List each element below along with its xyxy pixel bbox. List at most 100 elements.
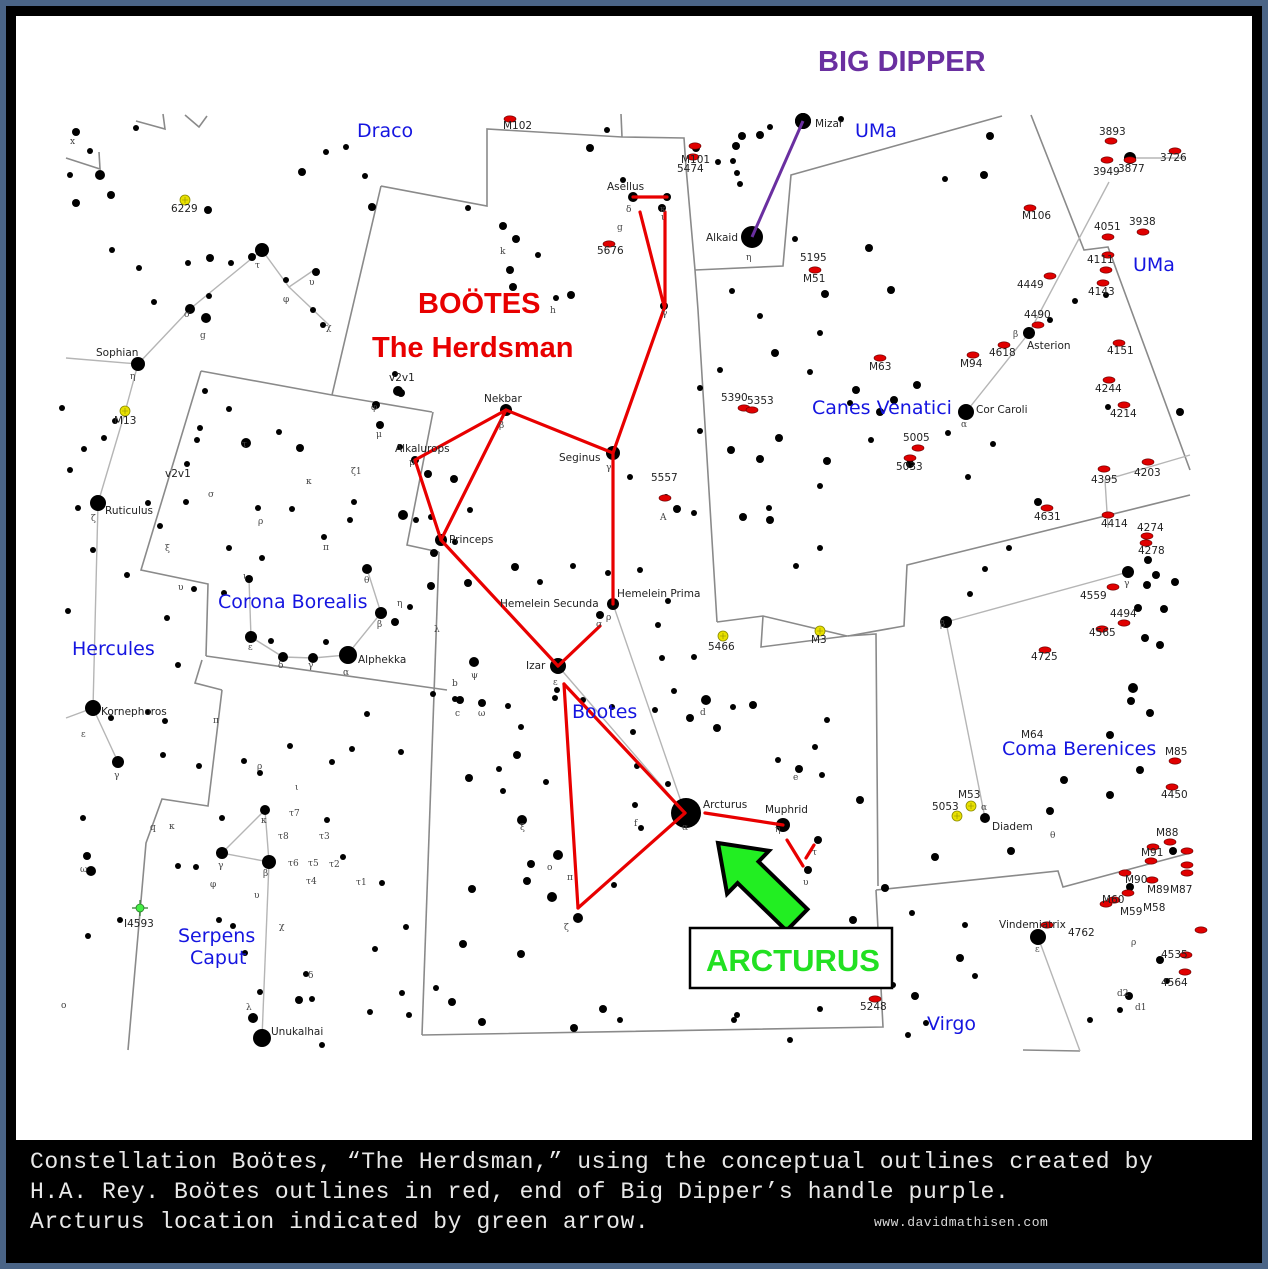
galaxy-icon <box>1163 838 1177 846</box>
star <box>131 357 145 371</box>
star-name-label: Diadem <box>992 821 1033 833</box>
bootes-outline-segment <box>413 458 443 542</box>
star <box>990 441 996 447</box>
star <box>1144 556 1152 564</box>
star <box>655 622 661 628</box>
star <box>1122 566 1134 578</box>
deep-sky-label: 3938 <box>1129 216 1156 228</box>
greek-label: η <box>397 599 402 609</box>
star-name-label: Hemelein Prima <box>617 588 700 600</box>
stick-figure-line <box>261 861 270 1039</box>
star <box>787 1037 793 1043</box>
arcturus-callout-label: ARCTURUS <box>706 943 880 978</box>
stick-figure-line <box>92 363 139 709</box>
star <box>505 703 511 709</box>
greek-label: η <box>746 253 751 263</box>
galaxy-icon <box>1117 401 1131 409</box>
star <box>980 171 988 179</box>
star <box>162 718 168 724</box>
green-arrow-icon <box>715 840 811 934</box>
stick-figure-line <box>1037 936 1081 1052</box>
constellation-label: Bootes <box>572 701 637 723</box>
star <box>228 260 234 266</box>
star <box>500 788 506 794</box>
constellation-label: Virgo <box>927 1013 976 1035</box>
greek-label: τ7 <box>289 809 300 819</box>
star <box>638 825 644 831</box>
greek-label: φ <box>371 403 377 413</box>
boundary-line <box>380 128 687 207</box>
greek-label: σ <box>596 620 602 630</box>
greek-label: τ3 <box>319 832 330 842</box>
deep-sky-label: 4414 <box>1101 518 1128 530</box>
deep-sky-label: M58 <box>1143 902 1165 914</box>
deep-sky-label: M89 <box>1147 884 1169 896</box>
greek-label: σ <box>208 490 214 500</box>
arcturus-callout-box <box>688 926 894 990</box>
galaxy-icon <box>1106 583 1120 591</box>
star <box>191 586 197 592</box>
galaxy-icon <box>1099 900 1113 908</box>
greek-label: b <box>452 679 458 689</box>
star <box>1117 1007 1123 1013</box>
greek-label: θ <box>364 576 369 586</box>
star <box>260 805 270 815</box>
galaxy-icon <box>1180 847 1194 855</box>
greek-label: ζ1 <box>351 467 362 477</box>
star <box>876 408 884 416</box>
star-name-label: Muphrid <box>765 804 808 816</box>
star <box>206 254 214 262</box>
greek-label: σ <box>184 310 190 320</box>
greek-label: d2 <box>1117 989 1129 999</box>
star-name-label: Nekbar <box>484 393 522 405</box>
greek-label: χ <box>279 922 285 932</box>
bootes-outline-segment <box>439 408 508 542</box>
star <box>427 582 435 590</box>
deep-sky-label: 4151 <box>1107 345 1134 357</box>
star <box>117 917 123 923</box>
star <box>1134 604 1142 612</box>
star-name-label: Asterion <box>1027 340 1071 352</box>
star <box>982 566 988 572</box>
star <box>795 765 803 773</box>
star <box>145 500 151 506</box>
boundary-line <box>760 615 848 648</box>
star <box>347 517 353 523</box>
greek-label: ψ <box>471 671 478 681</box>
galaxy-icon <box>1168 147 1182 155</box>
star <box>478 699 486 707</box>
star <box>339 646 357 664</box>
stick-figure-line <box>248 578 252 638</box>
star <box>1128 683 1138 693</box>
galaxy-icon <box>1107 896 1121 904</box>
star <box>1047 317 1053 323</box>
star-name-label: Cor Caroli <box>976 404 1028 416</box>
galaxy-icon <box>1100 156 1114 164</box>
stick-figure-line <box>945 571 1129 623</box>
greek-label: τ <box>812 848 817 858</box>
star <box>906 460 914 468</box>
star <box>80 815 86 821</box>
star <box>913 381 921 389</box>
star <box>756 131 764 139</box>
star <box>175 662 181 668</box>
star <box>372 401 380 409</box>
greek-label: β <box>1013 330 1018 340</box>
boundary-line <box>685 166 718 623</box>
galaxy-icon <box>1140 532 1154 540</box>
star <box>570 563 576 569</box>
star <box>283 277 289 283</box>
star <box>659 655 665 661</box>
deep-sky-label: M53 <box>958 789 980 801</box>
greek-label: ο <box>547 863 552 873</box>
greek-label: π <box>323 543 329 553</box>
star <box>464 579 472 587</box>
galaxy-icon <box>745 406 759 414</box>
star <box>81 446 87 452</box>
galaxy-icon <box>658 494 672 502</box>
constellation-label: Draco <box>357 120 413 142</box>
star <box>397 444 403 450</box>
galaxy-icon <box>1117 619 1131 627</box>
star <box>658 204 666 212</box>
deep-sky-label: 5033 <box>896 461 923 473</box>
